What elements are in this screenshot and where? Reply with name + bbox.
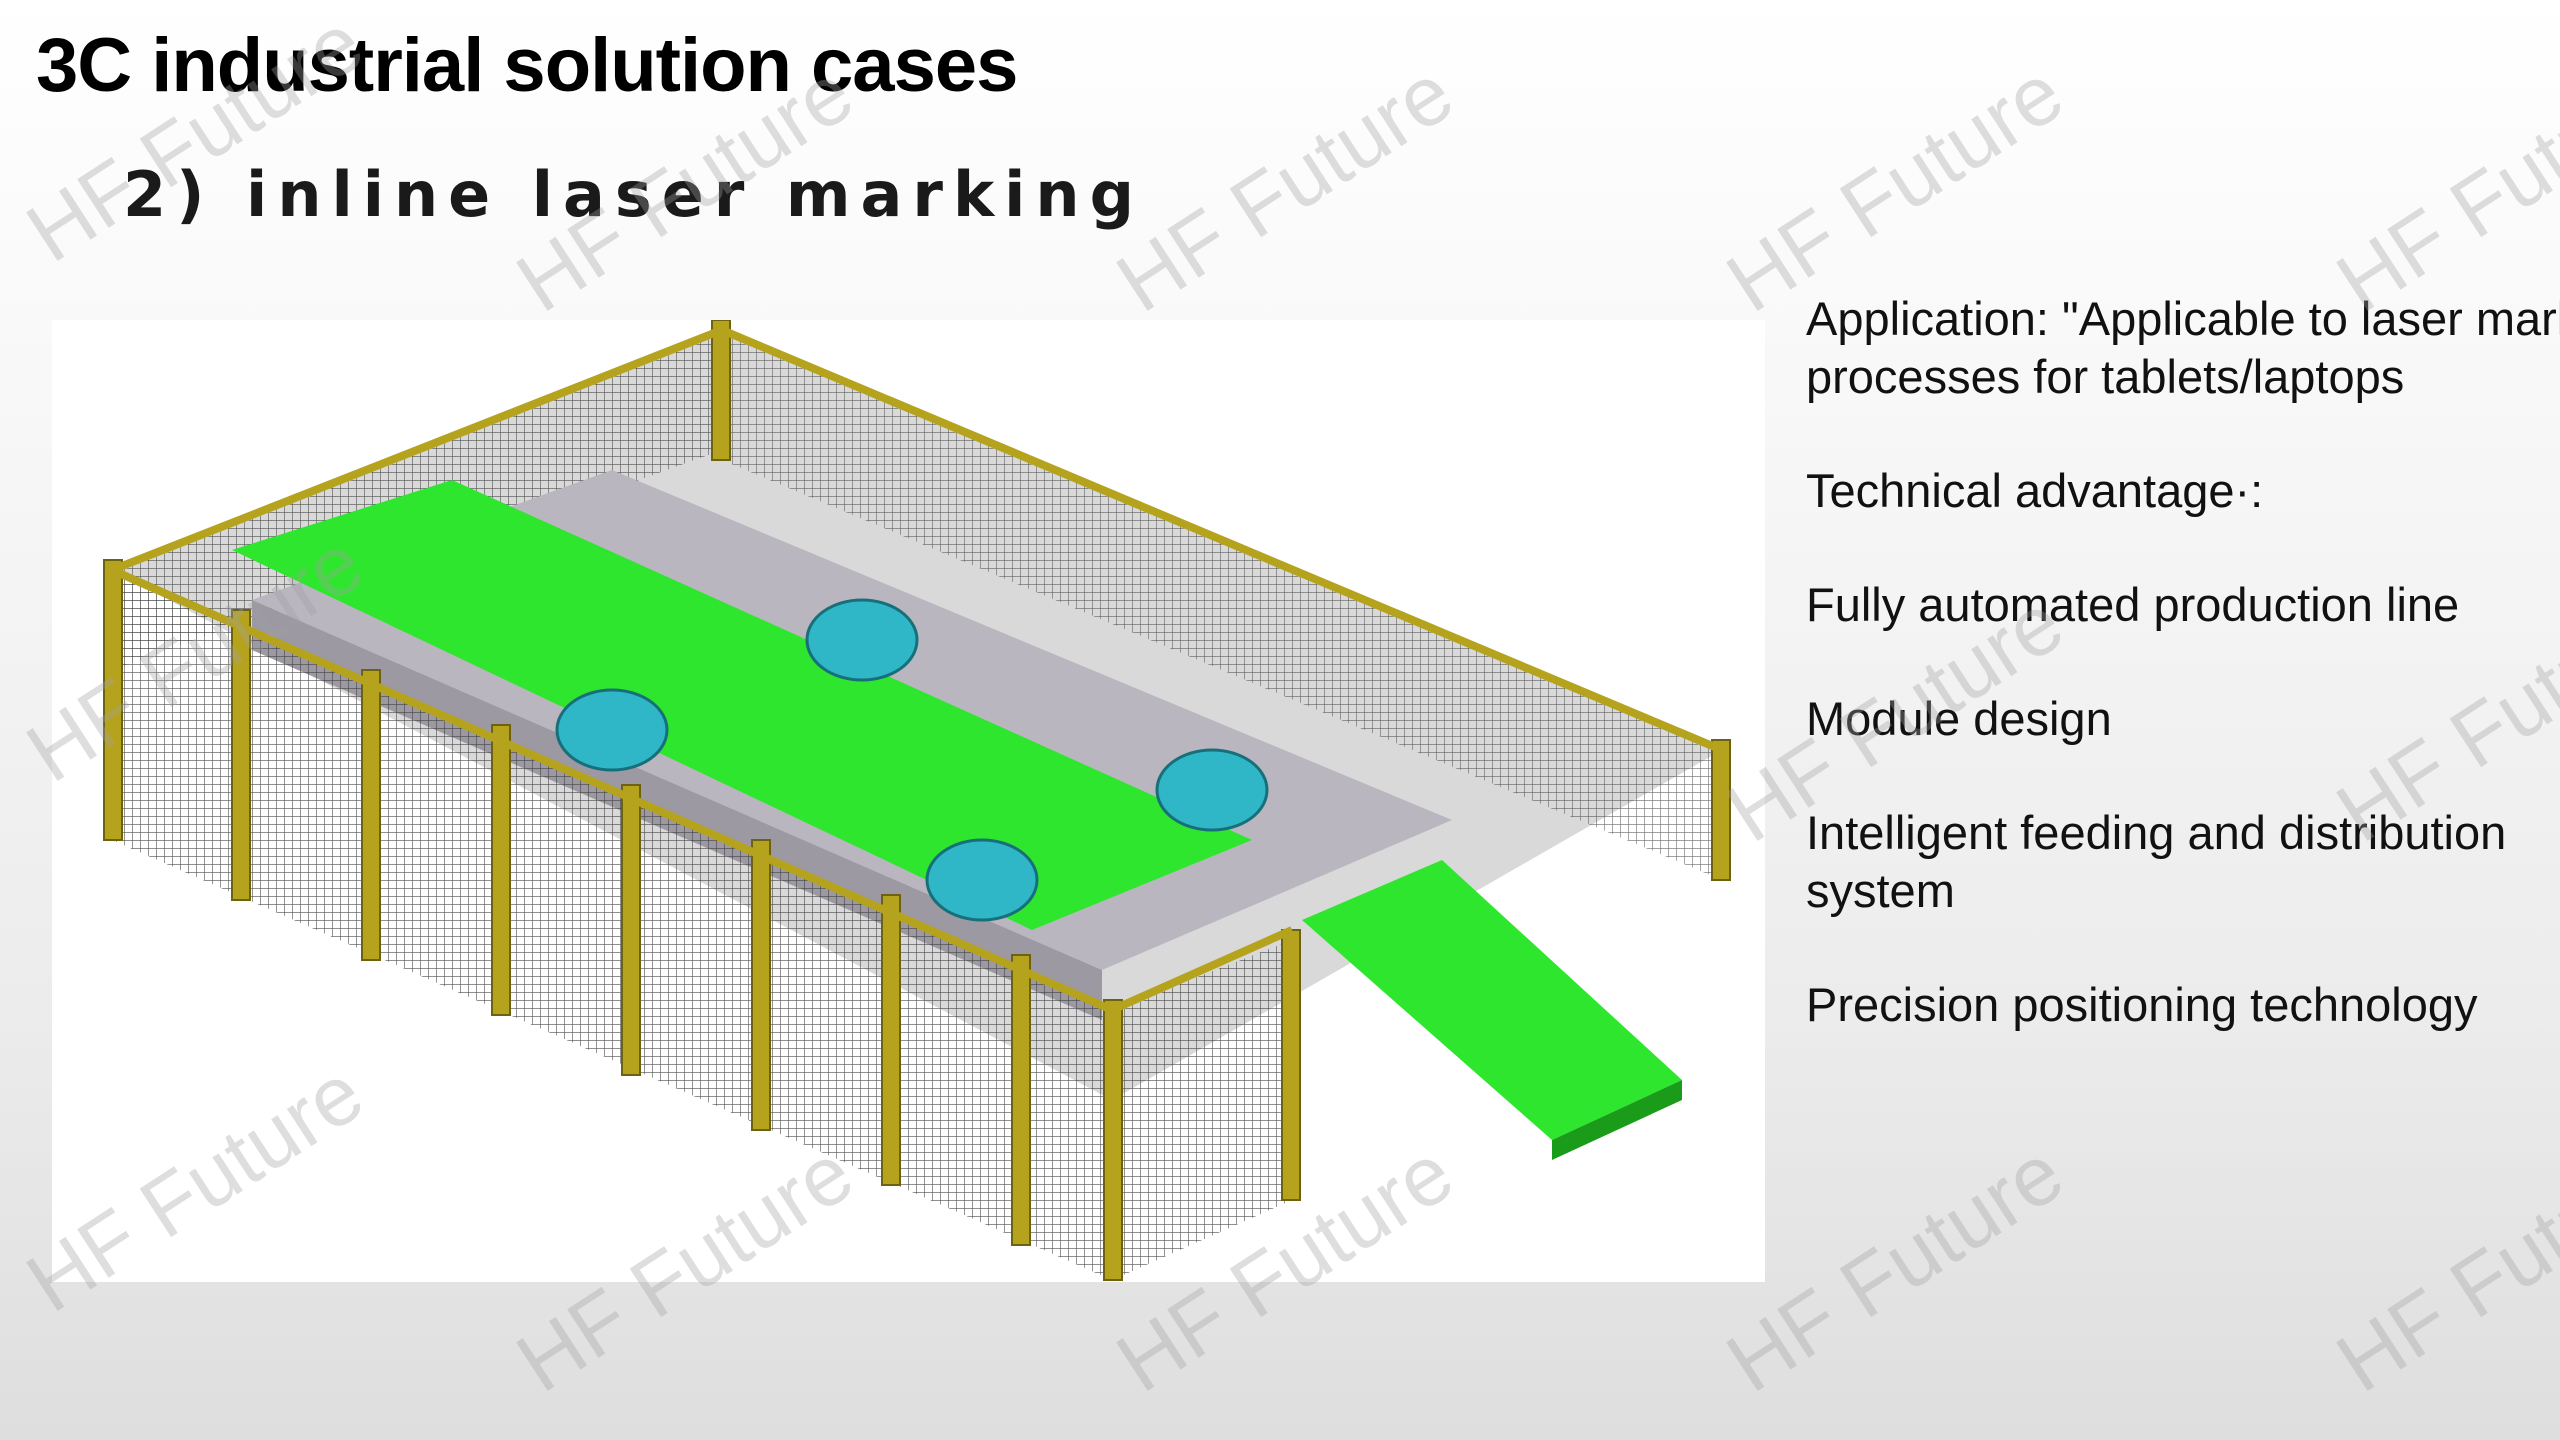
application-text: Application: "Applicable to laser markin…	[1806, 292, 2560, 403]
production-line-illustration	[52, 320, 1765, 1282]
info-panel: Application: "Applicable to laser markin…	[1806, 290, 2560, 1090]
watermark: HF Future	[1710, 44, 2079, 330]
watermark: HF Future	[2320, 44, 2560, 330]
point-feeding-system: Intelligent feeding and distribution sys…	[1806, 806, 2507, 917]
point-positioning: Precision positioning technology	[1806, 978, 2478, 1031]
watermark: HF Future	[2320, 1124, 2560, 1410]
point-module-design: Module design	[1806, 692, 2112, 745]
slide-title: 3C industrial solution cases	[36, 23, 1018, 108]
point-automated-line: Fully automated production line	[1806, 578, 2460, 631]
advantage-heading: Technical advantage·:	[1806, 464, 2264, 517]
watermark: HF Future	[1100, 44, 1469, 330]
slide-subtitle: 2) inline laser marking	[123, 158, 1144, 231]
watermark: HF Future	[1710, 1124, 2079, 1410]
